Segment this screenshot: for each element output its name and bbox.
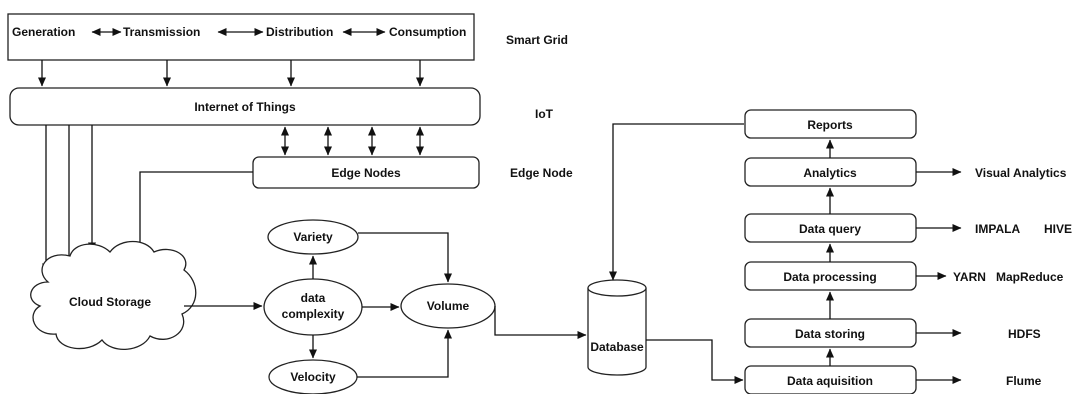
stage-distribution: Distribution (266, 25, 333, 39)
stage-generation: Generation (12, 25, 75, 39)
yarn-label: YARN (953, 270, 986, 284)
database-label: Database (590, 340, 644, 354)
data-processing-label: Data processing (783, 270, 876, 284)
arrow-velocity-volume (357, 329, 452, 378)
reports-label: Reports (807, 118, 853, 132)
edge-layer-label: Edge Node (510, 166, 573, 180)
variety-label: Variety (293, 230, 333, 244)
stage-transmission: Transmission (123, 25, 200, 39)
iot-box (9, 87, 481, 126)
iot-layer-label: IoT (535, 107, 554, 121)
data-complexity-label-2: complexity (282, 307, 345, 321)
edge-nodes-label: Edge Nodes (331, 166, 401, 180)
arrow-reports-database (609, 123, 744, 281)
smart-grid-label: Smart Grid (506, 33, 568, 47)
variety-ellipse (267, 219, 359, 255)
flume-label: Flume (1006, 374, 1042, 388)
hdfs-label: HDFS (1008, 327, 1041, 341)
cloud-storage-label: Cloud Storage (69, 295, 151, 309)
visual-analytics-label: Visual Analytics (975, 166, 1067, 180)
database-cylinder-top (587, 279, 647, 297)
reports-box (744, 109, 917, 139)
mapreduce-label: MapReduce (996, 270, 1064, 284)
data-query-label: Data query (799, 222, 861, 236)
hive-label: HIVE (1044, 222, 1072, 236)
volume-label: Volume (427, 299, 470, 313)
stage-consumption: Consumption (389, 25, 466, 39)
smart-grid-box (7, 13, 475, 61)
data-acquisition-label: Data aquisition (787, 374, 873, 388)
arrow-volume-database (494, 306, 587, 339)
cloud-storage-shape (30, 240, 197, 351)
velocity-label: Velocity (290, 370, 336, 384)
arrow-variety-volume (358, 232, 452, 283)
arrow-edge-cloud (136, 171, 253, 255)
data-storing-label: Data storing (795, 327, 865, 341)
impala-label: IMPALA (975, 222, 1020, 236)
iot-box-label: Internet of Things (194, 100, 296, 114)
arrow-database-acquisition (646, 339, 744, 384)
database-cylinder-body (587, 288, 647, 376)
data-complexity-label-1: data (301, 291, 326, 305)
analytics-label: Analytics (803, 166, 857, 180)
